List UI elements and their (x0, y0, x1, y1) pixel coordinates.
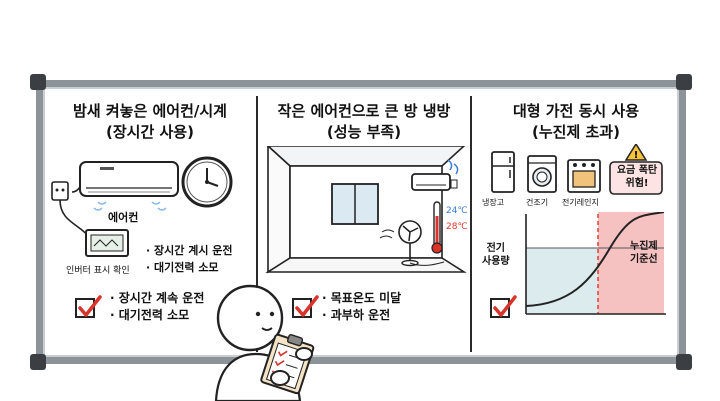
warning-line: 위험! (625, 178, 649, 189)
appliance-label-dryer: 건조기 (526, 198, 549, 207)
presenter-figure-icon (214, 284, 315, 401)
board-corner (676, 74, 692, 90)
threshold-line: 누진제 (630, 241, 658, 252)
panel2-title-line2: (성능 부족) (326, 123, 402, 141)
y-axis-line: 사용량 (482, 256, 510, 267)
checkbox-icon (490, 295, 517, 318)
ac-label: 에어컨 (108, 211, 139, 224)
checkbox-icon (292, 295, 319, 318)
temperature-target: 24℃ (446, 206, 468, 216)
board-corner (30, 74, 46, 90)
appliance-label-fridge: 냉장고 (482, 198, 505, 207)
panel2-title: 작은 에어컨으로 큰 방 냉방 (성능 부족) (262, 101, 466, 143)
panel1-title-line2: (장시간 사용) (106, 123, 194, 141)
panel-divider (470, 96, 472, 352)
board-corner (676, 354, 692, 370)
panel1-title: 밤새 켜놓은 에어컨/시계 (장시간 사용) (50, 101, 250, 143)
appliances-icon: ! (491, 144, 663, 195)
warning-label: 요금 폭탄 위험! (612, 164, 662, 190)
air-conditioner-icon (51, 156, 233, 257)
appliance-label-range: 전기레인지 (562, 198, 599, 207)
threshold-label: 누진제 기준선 (630, 240, 658, 266)
panel2-check-bullets: · 목표온도 미달 · 과부하 운전 (322, 290, 401, 324)
y-axis-line: 전기 (486, 243, 505, 254)
warning-line: 요금 폭탄 (616, 165, 658, 176)
check-bullet: · 과부하 운전 (322, 308, 391, 322)
panel3-title: 대형 가전 동시 사용 (누진제 초과) (476, 101, 676, 143)
usage-chart (525, 212, 666, 315)
side-bullet: · 장시간 계시 운전 (146, 244, 233, 257)
svg-text:!: ! (634, 150, 639, 161)
panel3-title-line1: 대형 가전 동시 사용 (512, 102, 640, 120)
panel2-title-line1: 작은 에어컨으로 큰 방 냉방 (277, 102, 451, 120)
inverter-display-label: 인버터 표시 확인 (66, 266, 130, 276)
panel1-check-bullets: · 장시간 계속 운전 · 대기전력 소모 (110, 290, 204, 324)
room-icon (265, 146, 467, 274)
check-bullet: · 대기전력 소모 (110, 308, 190, 322)
checkbox-icon (75, 295, 102, 318)
panel3-title-line2: (누진제 초과) (532, 123, 620, 141)
threshold-line: 기준선 (630, 254, 658, 265)
check-bullet: · 장시간 계속 운전 (110, 291, 205, 305)
check-bullet: · 목표온도 미달 (322, 291, 402, 305)
panel1-title-line1: 밤새 켜놓은 에어컨/시계 (73, 102, 227, 120)
panel-divider (256, 96, 258, 352)
temperature-actual: 28℃ (446, 222, 468, 232)
board-corner (30, 354, 46, 370)
y-axis-label: 전기 사용량 (482, 242, 510, 268)
panel1-side-bullets: · 장시간 계시 운전 · 대기전력 소모 (146, 242, 233, 276)
side-bullet: · 대기전력 소모 (146, 261, 219, 274)
